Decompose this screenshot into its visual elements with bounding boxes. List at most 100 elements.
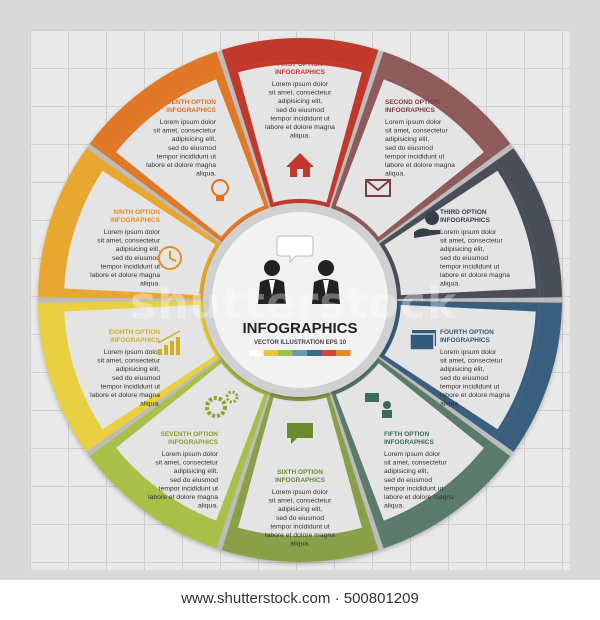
palette-swatch [278, 350, 293, 356]
option-title: TENTH OPTION [168, 99, 217, 106]
option-body-line: sit amet, consectetur [269, 90, 332, 97]
option-body-line: sit amet, consectetur [269, 498, 332, 505]
option-body-line: adipisicing elit, [384, 468, 428, 475]
footer-text: www.shutterstock.com · 500801209 [181, 590, 419, 607]
chat-people-icon [365, 393, 392, 418]
banknotes-icon [409, 330, 436, 351]
option-body-line: sit amet, consectetur [440, 238, 503, 245]
option-body-line: aliqua. [196, 171, 216, 178]
option-subtitle: INFOGRAPHICS [275, 477, 326, 484]
person-shirt [269, 280, 275, 296]
segment-panel-1 [238, 63, 362, 203]
option-body-line: adipisicing elit, [440, 366, 484, 373]
envelope-icon [365, 179, 391, 197]
option-subtitle: INFOGRAPHICS [168, 439, 219, 446]
option-subtitle: INFOGRAPHICS [385, 107, 436, 114]
option-body-line: Lorem ipsum dolor [104, 229, 161, 236]
bar [158, 349, 162, 355]
speech-bubble-icon [287, 423, 313, 444]
option-body-line: Lorem ipsum dolor [384, 451, 441, 458]
palette-swatch [307, 350, 322, 356]
segment-rim-5 [376, 443, 511, 549]
option-wheel: FIRST OPTION INFOGRAPHICS Lorem ipsum dolo… [38, 38, 562, 563]
coin [425, 211, 439, 225]
option-body-line: Lorem ipsum dolor [272, 81, 329, 88]
option-body-line: adipisicing elit, [174, 468, 218, 475]
option-body-line: aliqua. [385, 171, 405, 178]
person-head [264, 260, 280, 276]
center-subtitle: VECTOR ILLUSTRATION EPS 10 [254, 340, 347, 346]
option-body-line: sed do eiusmod [170, 477, 218, 484]
option-title: NINTH OPTION [113, 209, 160, 216]
bubble [287, 423, 313, 444]
option-body-line: Lorem ipsum dolor [440, 349, 497, 356]
option-body-line: labore et dolore magna [90, 272, 160, 279]
option-title: SECOND OPTION [385, 99, 440, 106]
option-title: FIRST OPTION [277, 61, 323, 68]
palette-swatch [292, 350, 307, 356]
option-body-line: tempor incididunt ut [159, 485, 218, 492]
option-body-line: tempor incididunt ut [440, 383, 499, 390]
option-body-line: labore et dolore magna [440, 392, 510, 399]
option-body-line: labore et dolore magna [265, 124, 335, 131]
bar [176, 337, 180, 355]
segment-rim-4 [495, 302, 562, 452]
option-body-line: tempor incididunt ut [270, 115, 329, 122]
palette-swatch [263, 350, 278, 356]
option-body-line: sed do eiusmod [384, 477, 432, 484]
person-a-body [382, 410, 392, 418]
segment-panel-7 [116, 363, 265, 521]
option-title: FOURTH OPTION [440, 329, 494, 336]
option-body-line: tempor incididunt ut [384, 485, 443, 492]
option-subtitle: INFOGRAPHICS [166, 107, 217, 114]
segment-rim-3 [495, 148, 562, 298]
lightbulb-icon [211, 179, 229, 201]
person-head [318, 260, 334, 276]
segment-rim-10 [89, 51, 224, 157]
option-body-line: tempor incididunt ut [101, 263, 160, 270]
option-body-line: adipisicing elit, [116, 366, 160, 373]
segment-rim-8 [38, 302, 105, 452]
option-body-line: sit amet, consectetur [155, 460, 218, 467]
option-body-line: sit amet, consectetur [97, 358, 160, 365]
option-title: EIGHTH OPTION [109, 329, 161, 336]
businessmen-icon [258, 260, 340, 304]
trend-arrow [157, 330, 181, 344]
option-body-line: Lorem ipsum dolor [162, 451, 219, 458]
option-body-line: adipisicing elit, [278, 506, 322, 513]
option-body-line: Lorem ipsum dolor [272, 489, 329, 496]
speech-icon [276, 235, 314, 264]
option-body-line: labore et dolore magna [148, 494, 218, 501]
option-body-line: sed do eiusmod [168, 145, 216, 152]
option-body-line: Lorem ipsum dolor [440, 229, 497, 236]
option-body-line: aliqua. [290, 541, 310, 548]
option-subtitle: INFOGRAPHICS [110, 217, 161, 224]
envelope-body [365, 179, 391, 197]
option-body-line: labore et dolore magna [440, 272, 510, 279]
option-subtitle: INFOGRAPHICS [440, 337, 491, 344]
option-body-line: sed do eiusmod [440, 255, 488, 262]
segment-rim-6 [221, 529, 379, 563]
clock-face [158, 246, 182, 270]
house-door [297, 169, 303, 177]
option-subtitle: INFOGRAPHICS [384, 439, 435, 446]
segment-panel-10 [116, 79, 265, 237]
option-body-line: adipisicing elit, [116, 246, 160, 253]
clock-icon [158, 246, 182, 270]
segment-panel-9 [64, 170, 216, 296]
option-body-line: sed do eiusmod [385, 145, 433, 152]
option-body-line: sed do eiusmod [276, 107, 324, 114]
option-body-line: tempor incididunt ut [270, 523, 329, 530]
home-icon [286, 153, 314, 177]
option-body-line: sit amet, consectetur [385, 128, 448, 135]
hand [414, 228, 440, 238]
growth-chart-icon [157, 330, 181, 355]
option-body-line: sit amet, consectetur [153, 128, 216, 135]
option-body-line: tempor incididunt ut [385, 153, 444, 160]
